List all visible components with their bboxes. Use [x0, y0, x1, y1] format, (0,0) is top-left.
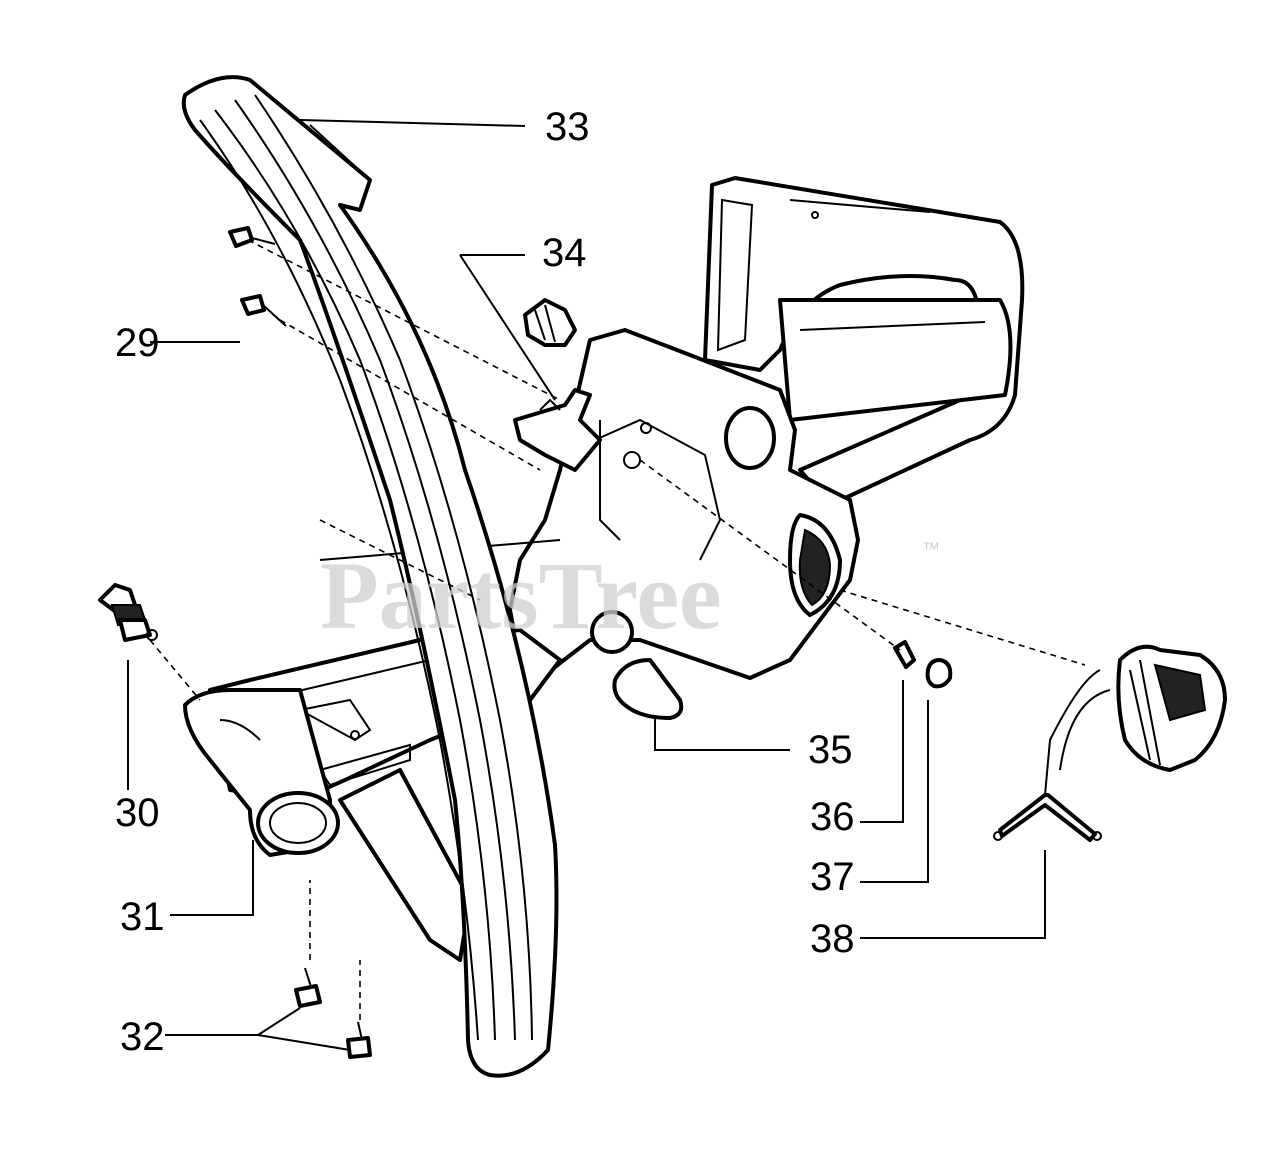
screw-29a [228, 226, 276, 248]
dashed-guides [149, 239, 1086, 1020]
watermark-trademark: ™ [922, 539, 940, 559]
callout-37: 37 [810, 855, 855, 899]
rear-handle-housing [508, 176, 1025, 692]
callout-labels: 33 34 29 30 31 32 35 36 37 38 [115, 105, 855, 1059]
grommet-34 [523, 298, 577, 347]
screw-29b [240, 294, 287, 327]
leader-lines [127, 119, 1046, 1051]
front-loop-handle [181, 75, 559, 1078]
leader-34 [459, 254, 556, 401]
callout-31: 31 [120, 895, 165, 939]
watermark: PartsTree ™ [320, 539, 940, 649]
callout-30: 30 [115, 791, 160, 835]
plug-37 [925, 658, 953, 689]
screw-32b [346, 1021, 372, 1059]
leader-36 [860, 680, 904, 823]
bolt-30 [98, 583, 158, 642]
leader-31 [170, 840, 254, 916]
callout-34: 34 [542, 231, 587, 275]
watermark-text: PartsTree [320, 542, 722, 649]
leader-33 [299, 119, 526, 127]
screw-32a [294, 967, 322, 1008]
leader-35 [654, 715, 790, 751]
callout-33: 33 [545, 105, 590, 149]
callout-38: 38 [810, 917, 855, 961]
leader-32 [165, 1007, 351, 1051]
callout-29: 29 [115, 321, 160, 365]
leader-37 [860, 700, 929, 883]
cap-35 [612, 658, 684, 720]
callout-35: 35 [808, 728, 853, 772]
leader-38 [860, 850, 1046, 939]
fuel-cap-38 [993, 644, 1227, 842]
callout-32: 32 [120, 1015, 165, 1059]
screw-36 [893, 640, 916, 669]
callout-36: 36 [810, 795, 855, 839]
